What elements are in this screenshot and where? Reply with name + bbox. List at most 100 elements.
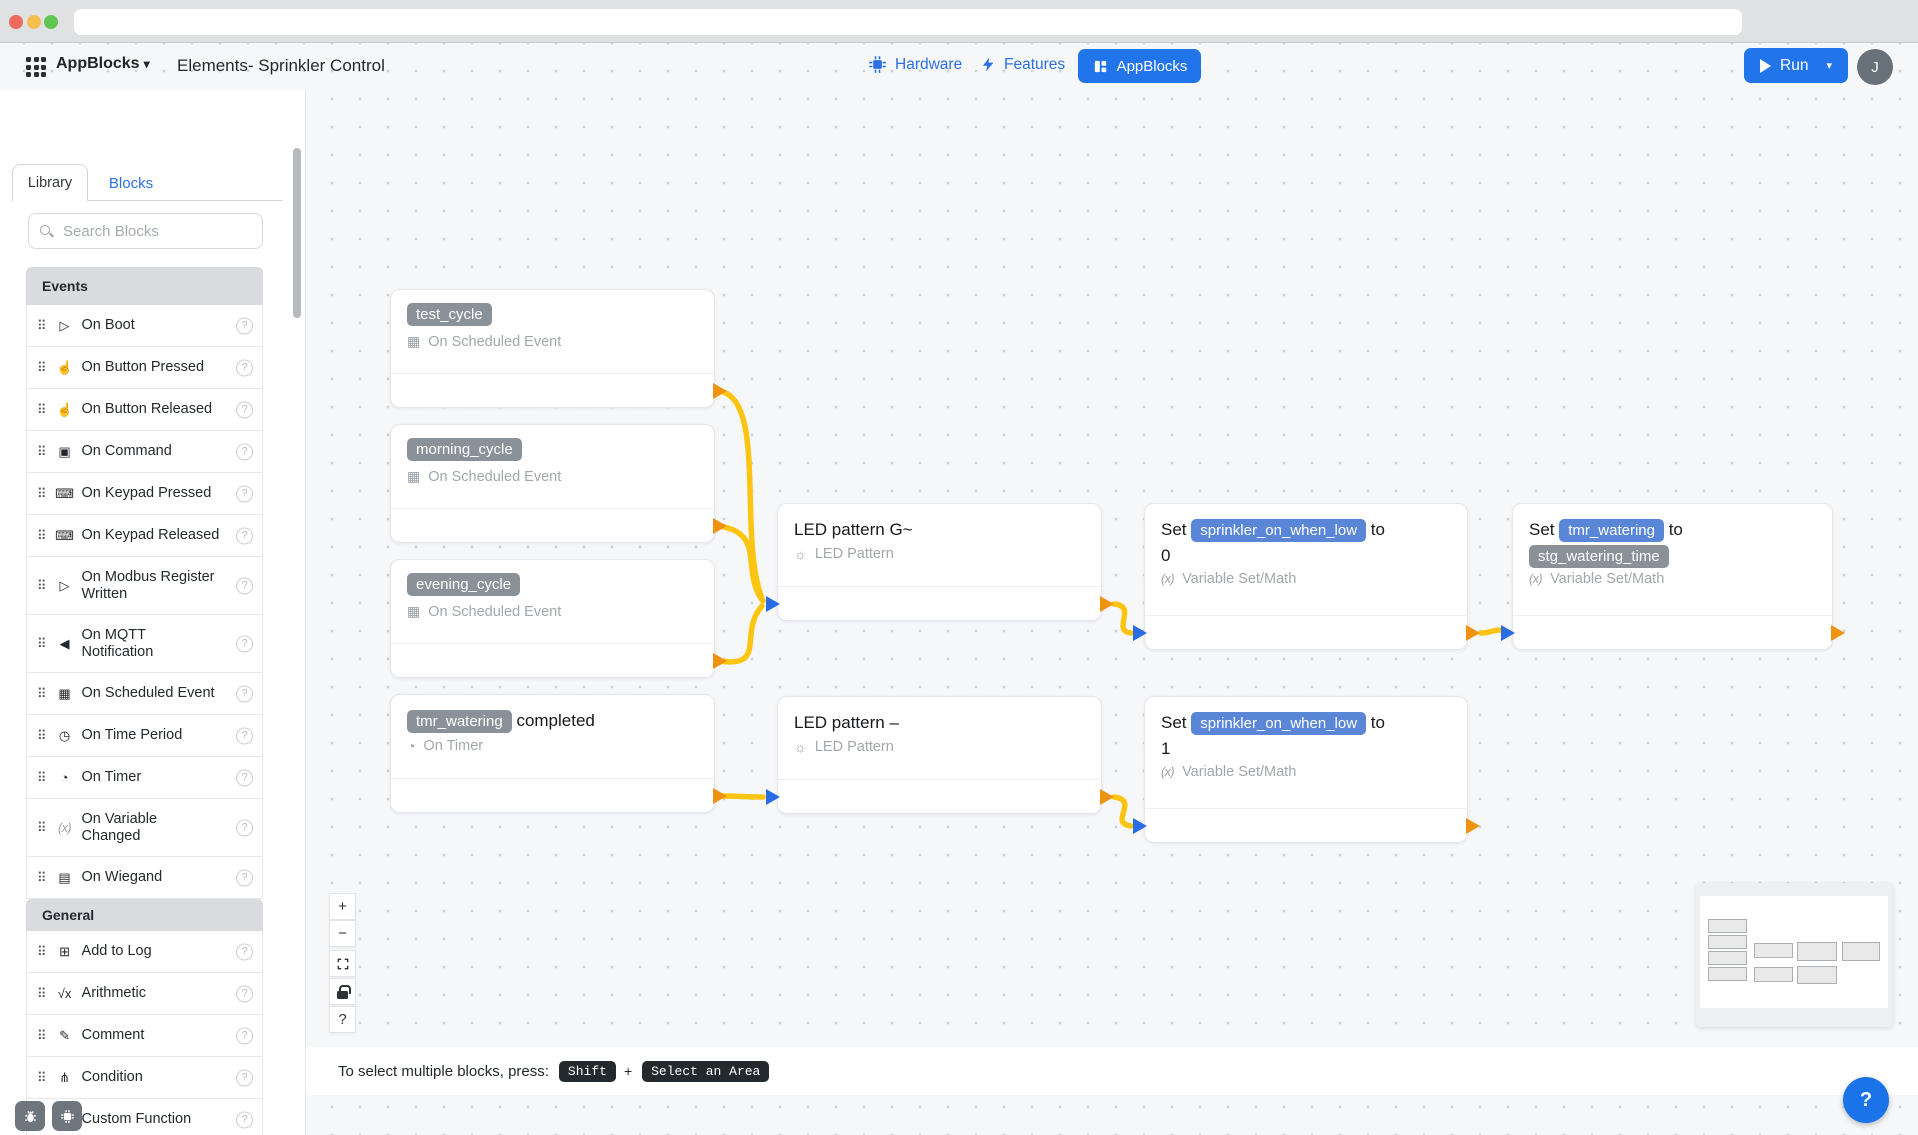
help-icon[interactable]: ? bbox=[236, 819, 253, 836]
help-icon[interactable]: ? bbox=[236, 635, 253, 652]
help-icon[interactable]: ? bbox=[236, 577, 253, 594]
help-icon[interactable]: ? bbox=[236, 685, 253, 702]
sidebar-item-on-variable-changed[interactable]: ⠿ (x) On Variable Changed ? bbox=[26, 799, 263, 857]
node-set-sprinkler-on-when-low-0[interactable]: Set sprinkler_on_when_low to 0 (x)Variab… bbox=[1133, 503, 1480, 650]
help-icon[interactable]: ? bbox=[236, 943, 253, 960]
drag-handle-icon[interactable]: ⠿ bbox=[37, 819, 46, 835]
drag-handle-icon[interactable]: ⠿ bbox=[37, 869, 46, 885]
drag-handle-icon[interactable]: ⠿ bbox=[37, 1027, 46, 1043]
sidebar-scrollbar[interactable] bbox=[293, 148, 301, 318]
maximize-window-button[interactable] bbox=[44, 15, 58, 29]
canvas-help-button[interactable]: ? bbox=[329, 1006, 356, 1033]
output-port[interactable] bbox=[713, 382, 727, 399]
sidebar-item-on-command[interactable]: ⠿ ▣ On Command ? bbox=[26, 431, 263, 473]
sidebar-item-on-mqtt-notification[interactable]: ⠿ ◀ On MQTT Notification ? bbox=[26, 615, 263, 673]
sidebar-item-on-keypad-released[interactable]: ⠿ ⌨ On Keypad Released ? bbox=[26, 515, 263, 557]
output-port[interactable] bbox=[1466, 624, 1480, 641]
tab-library[interactable]: Library bbox=[12, 164, 88, 201]
input-port[interactable] bbox=[766, 595, 780, 612]
tab-features[interactable]: Features bbox=[981, 55, 1065, 74]
drag-handle-icon[interactable]: ⠿ bbox=[37, 769, 46, 785]
drag-handle-icon[interactable]: ⠿ bbox=[37, 727, 46, 743]
help-icon[interactable]: ? bbox=[236, 359, 253, 376]
help-icon[interactable]: ? bbox=[236, 317, 253, 334]
close-window-button[interactable] bbox=[9, 15, 23, 29]
input-port[interactable] bbox=[766, 788, 780, 805]
sidebar-item-on-modbus-register-written[interactable]: ⠿ ▷ On Modbus Register Written ? bbox=[26, 557, 263, 615]
lock-button[interactable] bbox=[329, 978, 356, 1005]
run-dropdown-caret-icon[interactable]: ▾ bbox=[1826, 60, 1832, 72]
drag-handle-icon[interactable]: ⠿ bbox=[37, 527, 46, 543]
drag-handle-icon[interactable]: ⠿ bbox=[37, 685, 46, 701]
help-icon[interactable]: ? bbox=[236, 985, 253, 1002]
minimize-window-button[interactable] bbox=[27, 15, 41, 29]
drag-handle-icon[interactable]: ⠿ bbox=[37, 943, 46, 959]
help-button[interactable]: ? bbox=[1843, 1077, 1889, 1123]
drag-handle-icon[interactable]: ⠿ bbox=[37, 485, 46, 501]
help-icon[interactable]: ? bbox=[236, 769, 253, 786]
node-led-pattern-dash[interactable]: LED pattern – ☼LED Pattern bbox=[766, 696, 1114, 814]
help-icon[interactable]: ? bbox=[236, 401, 253, 418]
fit-view-button[interactable] bbox=[329, 950, 356, 977]
address-bar[interactable] bbox=[74, 9, 1742, 35]
drag-handle-icon[interactable]: ⠿ bbox=[37, 359, 46, 375]
app-menu-dropdown[interactable]: AppBlocks▾ bbox=[56, 55, 150, 72]
drag-handle-icon[interactable]: ⠿ bbox=[37, 1069, 46, 1085]
sidebar-item-on-timer[interactable]: ⠿ ◔ On Timer ? bbox=[26, 757, 263, 799]
node-morning-cycle[interactable]: morning_cycle ▦On Scheduled Event bbox=[390, 424, 727, 543]
help-icon[interactable]: ? bbox=[236, 869, 253, 886]
input-port[interactable] bbox=[1501, 624, 1515, 641]
input-port[interactable] bbox=[1133, 817, 1147, 834]
sidebar-item-on-button-released[interactable]: ⠿ ☝ On Button Released ? bbox=[26, 389, 263, 431]
sidebar-item-on-boot[interactable]: ⠿ ▷ On Boot ? bbox=[26, 305, 263, 347]
help-icon[interactable]: ? bbox=[236, 1027, 253, 1044]
help-icon[interactable]: ? bbox=[236, 485, 253, 502]
help-icon[interactable]: ? bbox=[236, 727, 253, 744]
drag-handle-icon[interactable]: ⠿ bbox=[37, 985, 46, 1001]
sidebar-item-comment[interactable]: ⠿ ✎ Comment ? bbox=[26, 1015, 263, 1057]
drag-handle-icon[interactable]: ⠿ bbox=[37, 401, 46, 417]
sidebar-item-arithmetic[interactable]: ⠿ √x Arithmetic ? bbox=[26, 973, 263, 1015]
zoom-in-button[interactable]: + bbox=[329, 893, 356, 920]
tab-blocks[interactable]: Blocks bbox=[108, 174, 154, 192]
sidebar-item-add-to-log[interactable]: ⠿ ⊞ Add to Log ? bbox=[26, 931, 263, 973]
sidebar-item-on-wiegand[interactable]: ⠿ ▤ On Wiegand ? bbox=[26, 857, 263, 899]
node-led-pattern-g[interactable]: LED pattern G~ ☼LED Pattern bbox=[766, 503, 1114, 621]
hardware-chip-button[interactable] bbox=[52, 1101, 82, 1131]
run-button[interactable]: Run ▾ bbox=[1744, 48, 1848, 83]
output-port[interactable] bbox=[713, 787, 727, 804]
drag-handle-icon[interactable]: ⠿ bbox=[37, 317, 46, 333]
output-port[interactable] bbox=[1831, 624, 1845, 641]
output-port[interactable] bbox=[713, 652, 727, 669]
output-port[interactable] bbox=[1100, 788, 1114, 805]
tab-hardware[interactable]: Hardware bbox=[868, 55, 962, 74]
input-port[interactable] bbox=[1133, 624, 1147, 641]
help-icon[interactable]: ? bbox=[236, 1111, 253, 1128]
minimap[interactable] bbox=[1696, 883, 1893, 1027]
help-icon[interactable]: ? bbox=[236, 1069, 253, 1086]
drag-handle-icon[interactable]: ⠿ bbox=[37, 443, 46, 459]
sidebar-item-on-button-pressed[interactable]: ⠿ ☝ On Button Pressed ? bbox=[26, 347, 263, 389]
avatar[interactable]: J bbox=[1857, 49, 1893, 85]
sidebar-item-condition[interactable]: ⠿ ⋔ Condition ? bbox=[26, 1057, 263, 1099]
output-port[interactable] bbox=[1100, 595, 1114, 612]
help-icon[interactable]: ? bbox=[236, 527, 253, 544]
drag-handle-icon[interactable]: ⠿ bbox=[37, 577, 46, 593]
debug-button[interactable] bbox=[15, 1101, 45, 1131]
node-tmr-watering-completed[interactable]: tmr_watering completed ◔On Timer bbox=[390, 694, 727, 813]
zoom-out-button[interactable]: − bbox=[329, 920, 356, 947]
sidebar-item-on-keypad-pressed[interactable]: ⠿ ⌨ On Keypad Pressed ? bbox=[26, 473, 263, 515]
output-port[interactable] bbox=[713, 517, 727, 534]
output-port[interactable] bbox=[1466, 817, 1480, 834]
app-grid-icon[interactable] bbox=[26, 57, 46, 77]
node-set-sprinkler-on-when-low-1[interactable]: Set sprinkler_on_when_low to 1 (x)Variab… bbox=[1133, 696, 1480, 843]
tab-appblocks-active[interactable]: AppBlocks bbox=[1078, 49, 1201, 83]
help-icon[interactable]: ? bbox=[236, 443, 253, 460]
node-test-cycle[interactable]: test_cycle ▦On Scheduled Event bbox=[390, 289, 727, 408]
sidebar-item-on-time-period[interactable]: ⠿ ◷ On Time Period ? bbox=[26, 715, 263, 757]
node-set-tmr-watering[interactable]: Set tmr_watering to stg_watering_time (x… bbox=[1501, 503, 1845, 650]
drag-handle-icon[interactable]: ⠿ bbox=[37, 635, 46, 651]
node-evening-cycle[interactable]: evening_cycle ▦On Scheduled Event bbox=[390, 559, 727, 678]
sidebar-item-on-scheduled-event[interactable]: ⠿ ▦ On Scheduled Event ? bbox=[26, 673, 263, 715]
search-input[interactable] bbox=[63, 215, 258, 247]
